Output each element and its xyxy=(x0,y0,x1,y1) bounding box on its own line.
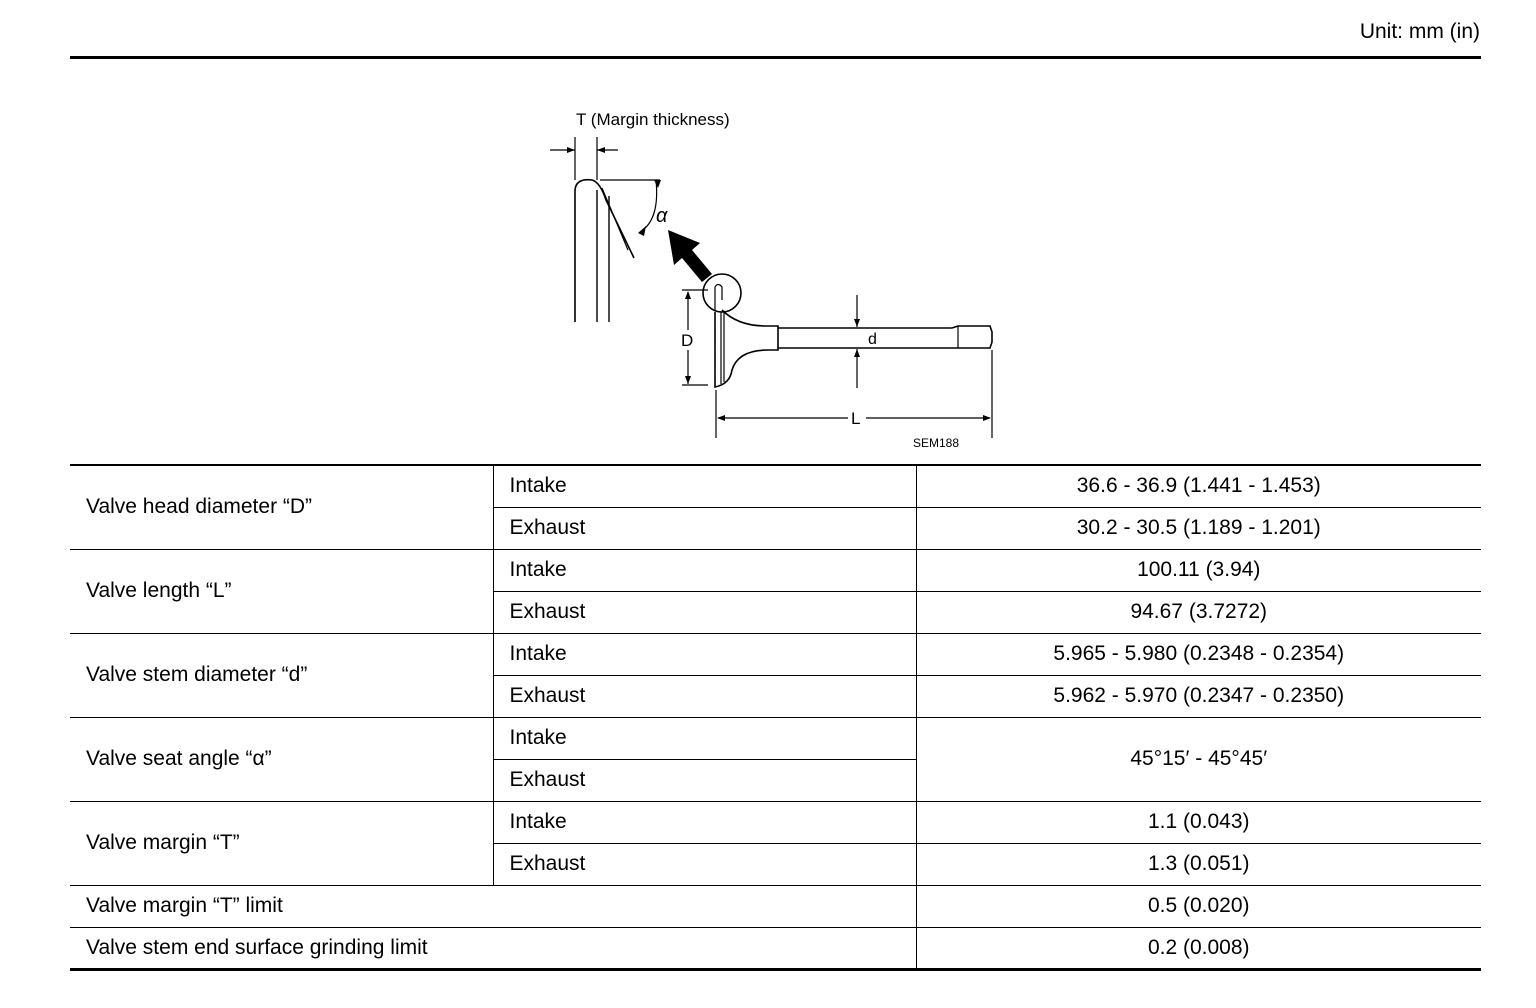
value-cell: 5.965 - 5.980 (0.2348 - 0.2354) xyxy=(915,632,1481,675)
sub-cell: Exhaust xyxy=(492,506,916,549)
value-cell: 45°15′ - 45°45′ xyxy=(915,716,1481,801)
sub-cell: Intake xyxy=(492,548,916,591)
margin-thickness-label: T (Margin thickness) xyxy=(576,110,730,129)
table-row: Valve head diameter “D” Intake 36.6 - 36… xyxy=(70,464,1481,549)
value-cell: 0.5 (0.020) xyxy=(915,884,1481,927)
param-cell: Valve margin “T” limit xyxy=(70,884,916,927)
param-cell: Valve stem diameter “d” xyxy=(70,632,493,717)
table-row: Exhaust 1.3 (0.051) xyxy=(70,842,1481,885)
sub-cell: Exhaust xyxy=(492,590,916,633)
table-row: Valve stem end surface grinding limit 0.… xyxy=(70,926,1481,971)
sub-cell: Exhaust xyxy=(492,842,916,885)
sub-cell: Intake xyxy=(492,800,916,843)
param-cell: Valve seat angle “α” xyxy=(70,716,493,801)
param-cell: Valve head diameter “D” xyxy=(70,464,493,549)
table-row: Valve margin “T” Intake 1.1 (0.043) xyxy=(70,800,1481,885)
value-cell: 1.3 (0.051) xyxy=(915,842,1481,885)
sub-cell: Intake xyxy=(492,464,916,507)
value-cell: 30.2 - 30.5 (1.189 - 1.201) xyxy=(915,506,1481,549)
sub-cell: Exhaust xyxy=(492,674,916,717)
table-row: Exhaust 94.67 (3.7272) xyxy=(70,590,1481,633)
top-rule xyxy=(70,56,1481,59)
valve-spec-table: Valve head diameter “D” Intake 36.6 - 36… xyxy=(70,464,1481,971)
value-cell: 100.11 (3.94) xyxy=(915,548,1481,591)
figure-code: SEM188 xyxy=(913,436,959,450)
sub-cell: Intake xyxy=(492,632,916,675)
d-small-label: d xyxy=(868,331,877,348)
table-row: Exhaust 30.2 - 30.5 (1.189 - 1.201) xyxy=(70,506,1481,549)
value-cell: 94.67 (3.7272) xyxy=(915,590,1481,633)
unit-label: Unit: mm (in) xyxy=(1359,20,1480,43)
alpha-label: α xyxy=(656,205,668,227)
value-cell: 0.2 (0.008) xyxy=(915,926,1481,971)
d-big-label: D xyxy=(681,331,693,350)
sub-cell: Exhaust xyxy=(492,758,916,801)
valve-diagram-svg: T (Margin thickness) α xyxy=(550,110,993,450)
valve-diagram: T (Margin thickness) α xyxy=(540,100,1010,455)
table-row: Exhaust 5.962 - 5.970 (0.2347 - 0.2350) xyxy=(70,674,1481,717)
l-label: L xyxy=(851,409,860,428)
table-row: Valve margin “T” limit 0.5 (0.020) xyxy=(70,884,1481,927)
table-row: Valve length “L” Intake 100.11 (3.94) xyxy=(70,548,1481,633)
table-row: Valve seat angle “α” Intake 45°15′ - 45°… xyxy=(70,716,1481,801)
sub-cell: Intake xyxy=(492,716,916,759)
param-cell: Valve stem end surface grinding limit xyxy=(70,926,916,971)
param-cell: Valve length “L” xyxy=(70,548,493,633)
value-cell: 36.6 - 36.9 (1.441 - 1.453) xyxy=(915,464,1481,507)
value-cell: 5.962 - 5.970 (0.2347 - 0.2350) xyxy=(915,674,1481,717)
table-row: Valve stem diameter “d” Intake 5.965 - 5… xyxy=(70,632,1481,717)
value-cell: 1.1 (0.043) xyxy=(915,800,1481,843)
param-cell: Valve margin “T” xyxy=(70,800,493,885)
table-row: Exhaust xyxy=(70,758,1481,801)
